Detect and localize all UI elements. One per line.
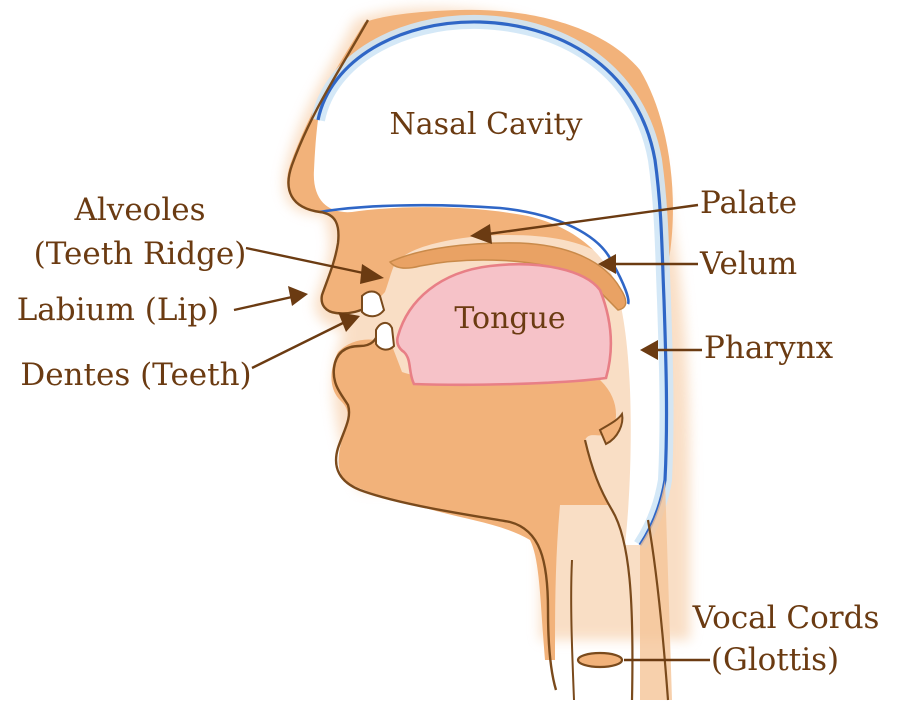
label-palate: Palate [700,185,797,221]
lower-teeth [376,323,394,350]
label-tongue: Tongue [454,301,565,336]
label-pharynx: Pharynx [704,330,834,366]
label-labium: Labium (Lip) [17,292,220,328]
label-glottis: (Glottis) [711,642,839,678]
label-velum: Velum [699,246,797,282]
label-teeth-ridge: (Teeth Ridge) [34,236,247,272]
label-alveoles: Alveoles [74,192,206,228]
leader-labium [234,286,308,310]
vocal-cords [578,653,622,667]
label-nasal-cavity: Nasal Cavity [390,107,583,142]
label-vocal-cords: Vocal Cords [692,600,880,636]
label-dentes: Dentes (Teeth) [20,357,251,393]
